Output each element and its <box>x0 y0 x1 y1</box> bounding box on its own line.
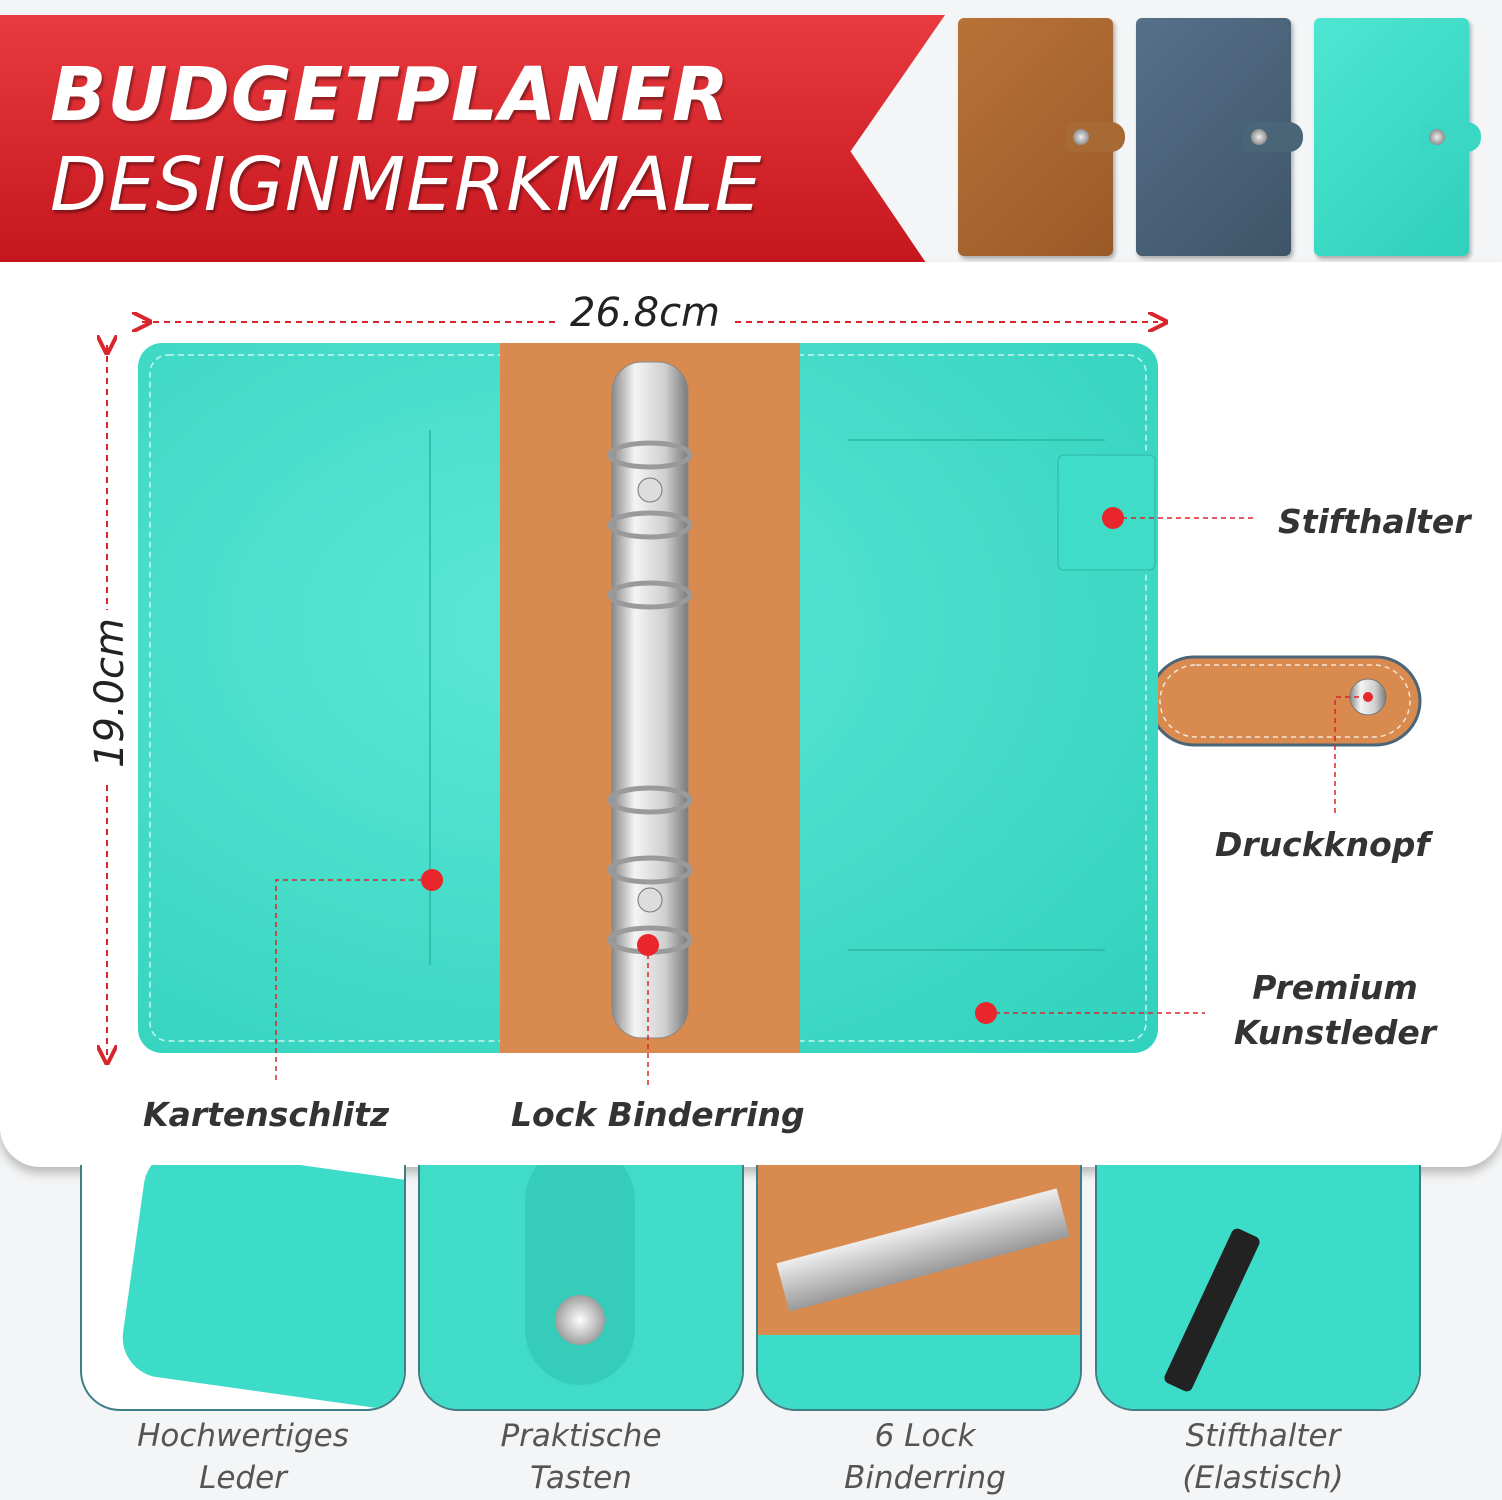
variant-slate-blue <box>1136 18 1303 256</box>
callout-dot-pen-holder <box>1102 507 1124 529</box>
callout-dot-ring <box>637 934 659 956</box>
callout-dot-card-slot <box>421 869 443 891</box>
label-leather-1: Premium <box>1252 968 1418 1007</box>
height-label: 19.0cm <box>87 617 133 769</box>
label-ring: Lock Binderring <box>511 1095 805 1134</box>
caption-line: Stifthalter <box>1185 1418 1341 1454</box>
caption-line: Tasten <box>530 1460 632 1496</box>
caption-line: Leder <box>199 1460 287 1496</box>
width-label: 26.8cm <box>570 290 721 336</box>
caption-line: 6 Lock <box>874 1418 976 1454</box>
variant-teal <box>1314 18 1481 256</box>
feature-panel-rings <box>756 1165 1082 1411</box>
label-card-slot: Kartenschlitz <box>143 1095 390 1134</box>
feature-caption-pen: Stifthalter (Elastisch) <box>1098 1415 1428 1499</box>
title-line-1: BUDGETPLANER <box>50 52 730 138</box>
binder-illustration <box>0 0 1422 1085</box>
label-pen-holder: Stifthalter <box>1278 502 1471 541</box>
caption-line: (Elastisch) <box>1182 1460 1344 1496</box>
feature-panel-buttons <box>418 1165 744 1411</box>
label-snap: Druckknopf <box>1215 825 1430 864</box>
variant-brown <box>958 18 1125 256</box>
ring-mechanism <box>611 361 689 1039</box>
caption-line: Binderring <box>844 1460 1006 1496</box>
feature-panel-leather <box>80 1165 406 1411</box>
feature-panel-pen <box>1095 1165 1421 1411</box>
callout-dot-leather <box>975 1002 997 1024</box>
caption-line: Praktische <box>500 1418 662 1454</box>
caption-line: Hochwertiges <box>137 1418 349 1454</box>
title-banner <box>0 15 945 263</box>
title-line-2: DESIGNMERKMALE <box>50 142 763 228</box>
label-leather-2: Kunstleder <box>1233 1013 1437 1052</box>
